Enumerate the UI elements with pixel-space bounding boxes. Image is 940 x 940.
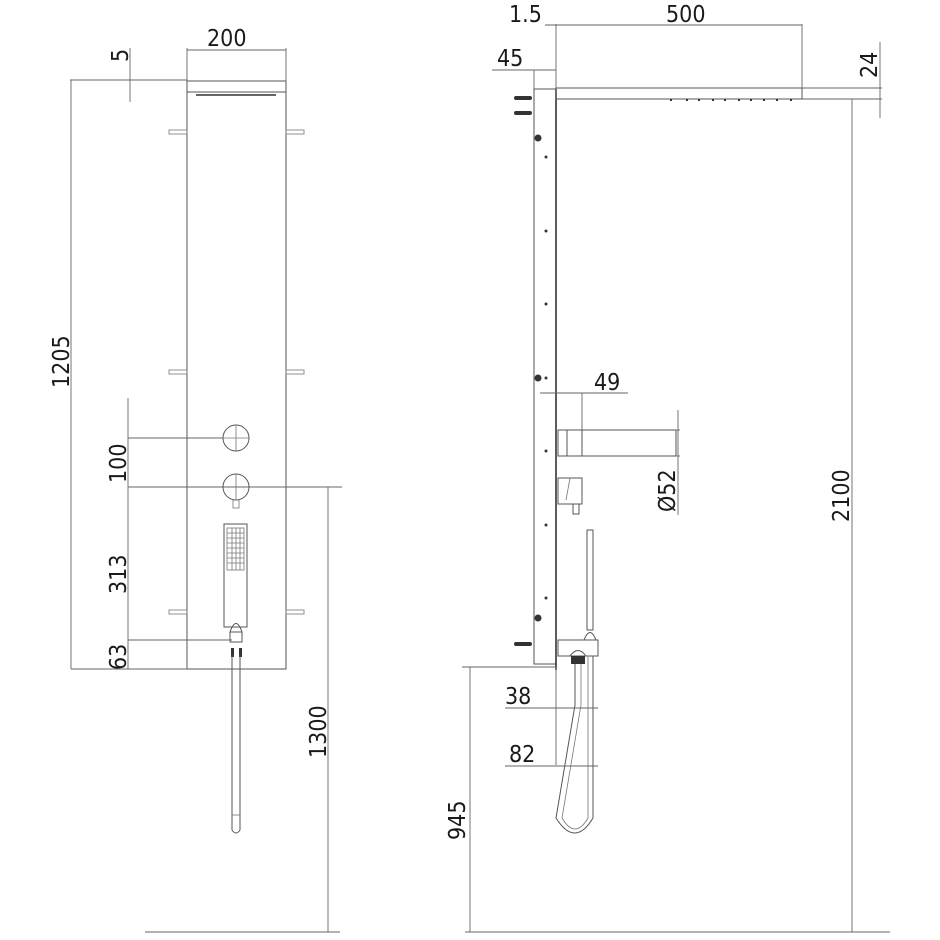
hose-side xyxy=(555,656,594,834)
valve-knob-lower xyxy=(222,473,250,509)
dim-outlet-to-bottom: 63 xyxy=(106,644,132,670)
dim-head-gap: 1.5 xyxy=(509,2,542,28)
wall-brackets xyxy=(168,129,305,615)
dim-panel-width: 200 xyxy=(207,26,247,52)
diverter-valve xyxy=(557,477,583,515)
dim-panel-bottom-from-floor: 945 xyxy=(445,801,471,841)
dim-panel-height: 1205 xyxy=(49,335,75,388)
dim-top-offset: 5 xyxy=(108,49,134,62)
dim-rain-head-length: 500 xyxy=(666,2,706,28)
dim-spout-projection: 49 xyxy=(594,370,620,396)
hand-shower-front xyxy=(223,523,248,657)
side-view xyxy=(514,87,803,834)
side-dimensions: 1.5 500 45 24 2100 49 Ø52 945 38 82 xyxy=(445,2,890,933)
panel-screws xyxy=(534,134,548,622)
rain-head-nozzles xyxy=(670,99,792,101)
dim-total-height: 2100 xyxy=(829,469,855,522)
valve-knob-upper xyxy=(222,424,250,452)
hand-shower-side xyxy=(557,529,599,664)
dim-rain-head-thickness: 24 xyxy=(857,52,883,78)
front-view xyxy=(168,80,305,834)
dim-hose-offset-1: 38 xyxy=(505,684,531,710)
front-dimensions: 200 5 1205 100 313 63 1300 xyxy=(49,26,342,933)
dim-valve-spacing: 100 xyxy=(106,444,132,484)
dim-hose-offset-2: 82 xyxy=(509,742,535,768)
wall-anchors xyxy=(514,96,532,646)
dim-valve-height-from-floor: 1300 xyxy=(306,705,332,758)
front-panel-body xyxy=(186,80,287,670)
spout xyxy=(557,429,677,457)
hose-front xyxy=(231,655,241,834)
dim-valve-to-outlet: 313 xyxy=(106,555,132,595)
rain-head xyxy=(555,87,803,100)
dim-spout-diameter: Ø52 xyxy=(655,469,681,512)
dim-panel-depth: 45 xyxy=(497,46,523,72)
